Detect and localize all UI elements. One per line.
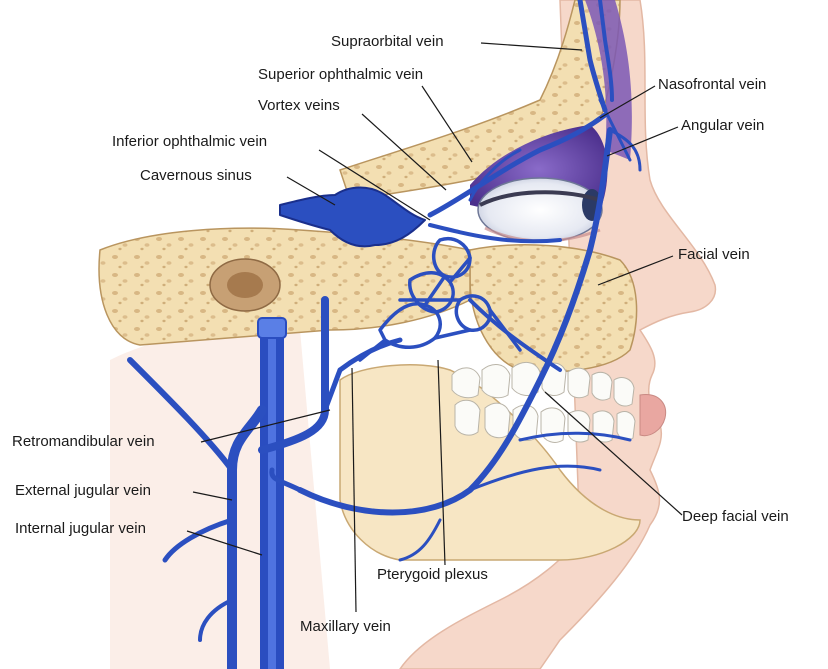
label-retromandibular-vein: Retromandibular vein: [12, 433, 155, 451]
jugular-cap: [258, 318, 286, 338]
label-internal-jugular-vein: Internal jugular vein: [15, 520, 146, 538]
label-cavernous-sinus: Cavernous sinus: [140, 167, 252, 185]
label-maxillary-vein: Maxillary vein: [300, 618, 391, 636]
label-inferior-ophthalmic-vein: Inferior ophthalmic vein: [112, 133, 267, 151]
label-external-jugular-vein: External jugular vein: [15, 482, 151, 500]
label-supraorbital-vein: Supraorbital vein: [331, 33, 444, 51]
label-vortex-veins: Vortex veins: [258, 97, 340, 115]
label-facial-vein: Facial vein: [678, 246, 750, 264]
label-pterygoid-plexus: Pterygoid plexus: [377, 566, 488, 584]
label-superior-ophthalmic-vein: Superior ophthalmic vein: [258, 66, 423, 84]
label-angular-vein: Angular vein: [681, 117, 764, 135]
label-nasofrontal-vein: Nasofrontal vein: [658, 76, 766, 94]
label-deep-facial-vein: Deep facial vein: [682, 508, 789, 526]
